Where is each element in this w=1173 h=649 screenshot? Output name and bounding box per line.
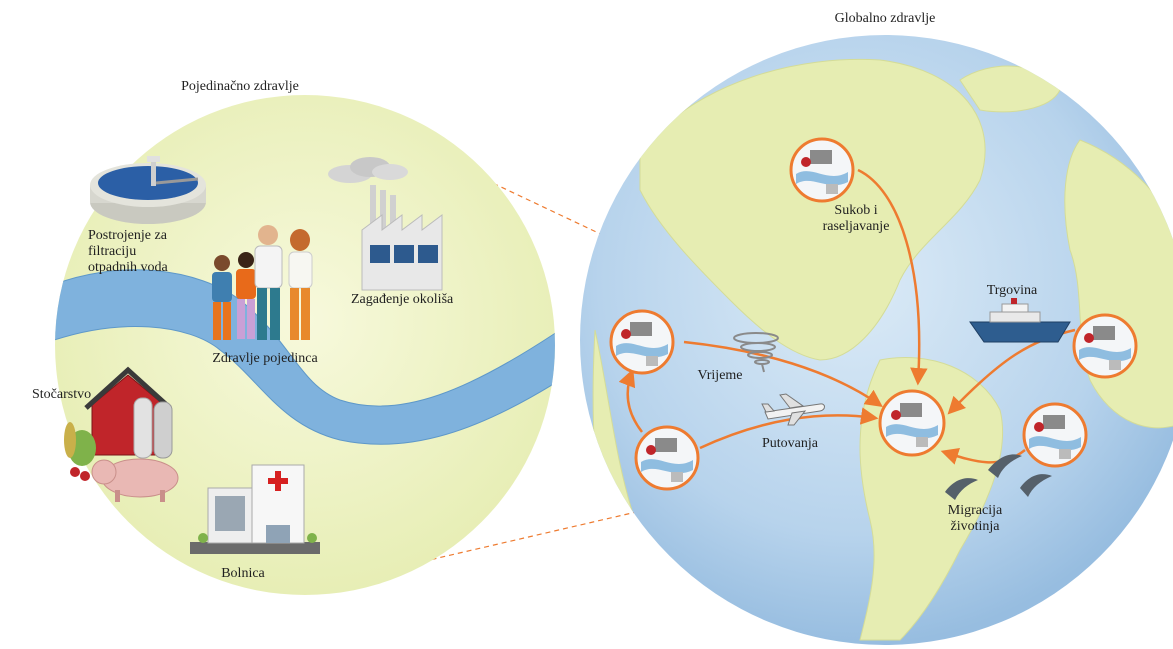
right-title: Globalno zdravlje — [835, 11, 936, 26]
label-conflict-1: Sukob i — [834, 203, 877, 218]
community-node-icon — [609, 309, 675, 375]
hospital-icon — [190, 464, 320, 554]
community-node-icon — [878, 389, 946, 457]
factory-icon — [328, 157, 443, 291]
airplane-icon — [761, 393, 825, 426]
label-wastewater-1: Postrojenje za — [88, 228, 168, 243]
left-title: Pojedinačno zdravlje — [181, 79, 299, 94]
individual-health-circle — [55, 95, 555, 595]
ship-icon — [969, 298, 1071, 343]
label-individual: Zdravlje pojedinca — [212, 351, 318, 366]
label-weather: Vrijeme — [697, 368, 742, 383]
label-wastewater-2: filtraciju — [88, 244, 136, 259]
label-migration-2: životinja — [951, 519, 1001, 534]
community-node-icon — [634, 425, 700, 491]
pig-icon — [91, 458, 179, 502]
label-pollution: Zagađenje okoliša — [351, 292, 454, 307]
wastewater-plant-icon — [90, 156, 206, 224]
label-trade: Trgovina — [987, 283, 1038, 298]
label-hospital: Bolnica — [221, 566, 265, 581]
label-conflict-2: raseljavanje — [823, 219, 890, 234]
arrow-weather — [683, 340, 883, 408]
people-icon — [212, 225, 313, 340]
community-node-icon — [1022, 402, 1088, 468]
community-nodes — [609, 137, 1138, 491]
label-livestock: Stočarstvo — [32, 387, 91, 402]
arrow-travel-north — [618, 368, 643, 433]
community-node-icon — [1072, 313, 1138, 379]
tornado-icon — [733, 332, 779, 373]
community-node-icon — [789, 137, 855, 203]
vegetables-icon — [64, 422, 96, 481]
arrow-conflict — [857, 168, 928, 386]
birds-icon — [945, 454, 1052, 500]
label-travel: Putovanja — [762, 436, 819, 451]
label-migration-1: Migracija — [948, 503, 1003, 518]
label-wastewater-3: otpadnih voda — [88, 260, 168, 275]
